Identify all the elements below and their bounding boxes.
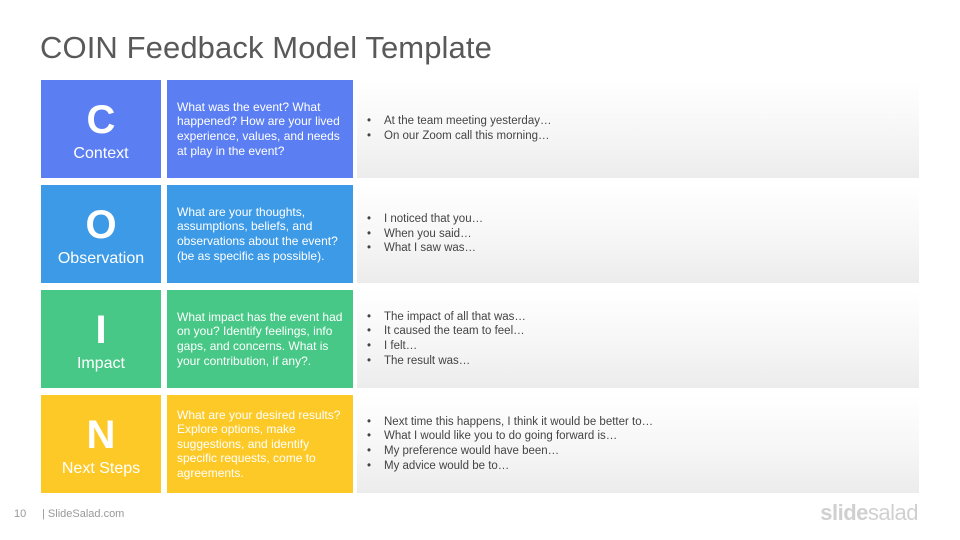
row-question: What was the event? What happened? How a… <box>177 99 340 158</box>
next-steps-letter-box: N Next Steps <box>41 395 161 493</box>
impact-examples-box: The impact of all that was… It caused th… <box>357 290 919 388</box>
row-word: Impact <box>76 355 125 372</box>
example-item: When you said… <box>367 227 483 242</box>
example-item: I felt… <box>367 339 526 354</box>
row-word: Context <box>73 145 129 162</box>
impact-question-box: What impact has the event had on you? Id… <box>167 290 353 388</box>
row-question: What are your thoughts, assumptions, bel… <box>177 204 338 263</box>
coin-table: C Context What was the event? What happe… <box>41 80 919 500</box>
page-number: 10 <box>14 508 27 520</box>
example-item: The impact of all that was… <box>367 310 526 325</box>
context-question-box: What was the event? What happened? How a… <box>167 80 353 178</box>
row-letter: C <box>86 98 116 142</box>
context-letter-box: C Context <box>41 80 161 178</box>
brand-logo-bold: slide <box>820 500 868 525</box>
row-word: Next Steps <box>61 460 141 477</box>
row-next-steps: N Next Steps What are your desired resul… <box>41 395 919 495</box>
observation-question-box: What are your thoughts, assumptions, bel… <box>167 185 353 283</box>
example-item: What I saw was… <box>367 241 483 256</box>
example-item: On our Zoom call this morning… <box>367 129 551 144</box>
brand-logo: slidesalad <box>820 500 918 526</box>
row-impact: I Impact What impact has the event had o… <box>41 290 919 390</box>
examples-list: I noticed that you… When you said… What … <box>357 212 483 256</box>
examples-list: Next time this happens, I think it would… <box>357 415 653 473</box>
row-context: C Context What was the event? What happe… <box>41 80 919 180</box>
impact-letter-box: I Impact <box>41 290 161 388</box>
row-question: What impact has the event had on you? Id… <box>177 309 343 368</box>
footer-site-link[interactable]: | SlideSalad.com <box>42 508 125 520</box>
slide-title: COIN Feedback Model Template <box>40 30 492 65</box>
examples-list: At the team meeting yesterday… On our Zo… <box>357 114 552 144</box>
brand-logo-light: salad <box>867 500 919 525</box>
example-item: I noticed that you… <box>367 212 483 227</box>
example-item: At the team meeting yesterday… <box>367 114 552 129</box>
observation-letter-box: O Observation <box>41 185 161 283</box>
row-letter: O <box>85 203 117 247</box>
row-letter: N <box>86 413 116 457</box>
next-steps-examples-box: Next time this happens, I think it would… <box>357 395 919 493</box>
example-item: Next time this happens, I think it would… <box>367 415 653 430</box>
row-word: Observation <box>57 250 145 267</box>
example-item: My advice would be to… <box>367 459 653 474</box>
row-question: What are your desired results? Explore o… <box>177 407 341 480</box>
examples-list: The impact of all that was… It caused th… <box>357 310 526 368</box>
row-observation: O Observation What are your thoughts, as… <box>41 185 919 285</box>
example-item: My preference would have been… <box>367 444 653 459</box>
context-examples-box: At the team meeting yesterday… On our Zo… <box>357 80 919 178</box>
next-steps-question-box: What are your desired results? Explore o… <box>167 395 353 493</box>
example-item: What I would like you to do going forwar… <box>367 429 653 444</box>
observation-examples-box: I noticed that you… When you said… What … <box>357 185 919 283</box>
example-item: It caused the team to feel… <box>367 324 526 339</box>
row-letter: I <box>95 308 107 352</box>
example-item: The result was… <box>367 354 526 369</box>
